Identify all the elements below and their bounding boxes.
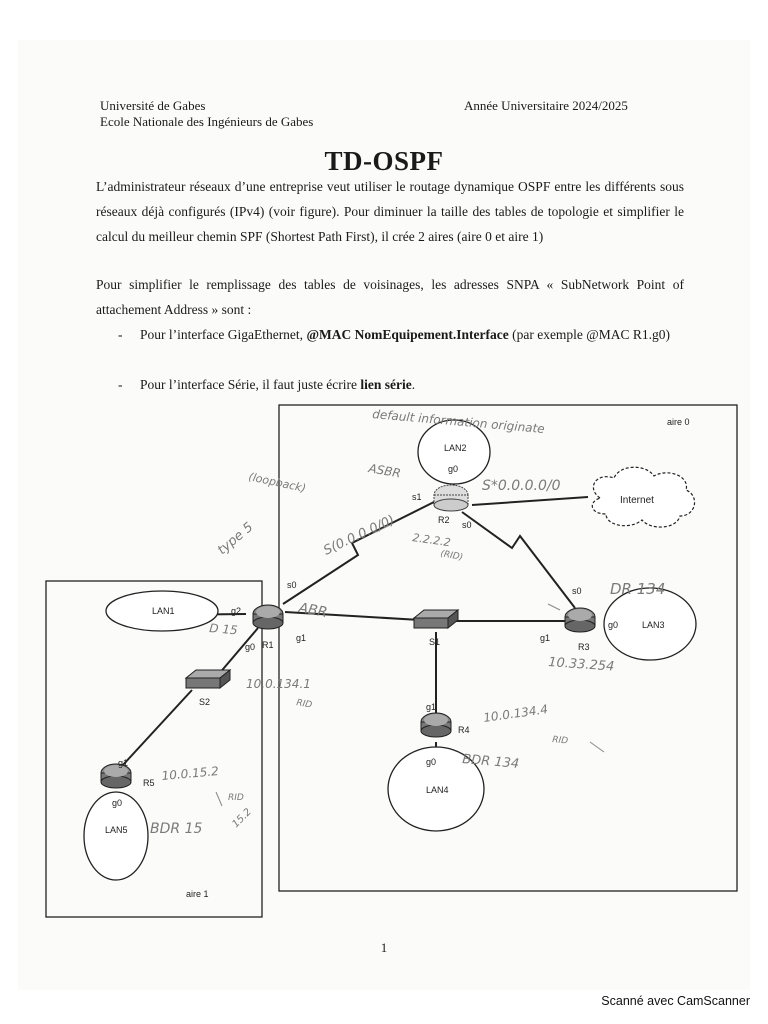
lan2-ellipse	[417, 419, 491, 485]
r1-g1-label: g1	[296, 633, 306, 643]
router-r4-icon	[420, 712, 452, 738]
note-r1-d15: D 15	[209, 621, 238, 637]
note-r4-rid: RID	[552, 735, 569, 747]
lan3-ellipse	[603, 587, 697, 661]
s2-label: S2	[199, 697, 210, 707]
area1-label: aire 1	[186, 889, 209, 899]
lan5-label: LAN5	[105, 825, 128, 835]
note-r2-id: 2.2.2.2	[412, 531, 452, 549]
bullet-text-b: (par exemple @MAC R1.g0)	[508, 327, 670, 342]
r2-label: R2	[438, 515, 450, 525]
note-arrow	[375, 523, 393, 533]
note-r3-ip: 10.33.254	[548, 655, 615, 675]
school-name: Ecole Nationale des Ingénieurs de Gabes	[100, 114, 314, 129]
bullet-text: Pour l’interface GigaEthernet, @MAC NomE…	[140, 322, 684, 347]
r5-g1-label: g1	[118, 758, 128, 768]
bullet-dash: -	[118, 327, 123, 342]
note-lsa-route: S(0.0.0.0/0)	[321, 513, 397, 559]
page-number: 1	[380, 940, 388, 955]
academic-year: Année Universitaire 2024/2025	[464, 98, 628, 113]
bullet-text: Pour l’interface Série, il faut juste éc…	[140, 372, 684, 397]
switch-s2-icon	[184, 668, 232, 690]
note-bdr-134: BDR 134	[462, 752, 520, 772]
r4-g0-label: g0	[426, 757, 436, 767]
serial-link-r2-r3	[461, 511, 576, 609]
lan1-ellipse	[105, 590, 219, 632]
r3-label: R3	[578, 642, 590, 652]
note-arrow	[215, 791, 223, 807]
bullet-dash: -	[118, 377, 123, 392]
note-r5-net: 15.2	[230, 807, 254, 831]
r4-label: R4	[458, 725, 470, 735]
r1-s0-label: s0	[287, 580, 297, 590]
router-r2-icon	[433, 484, 469, 512]
bullet-text-a: Pour l’interface Série, il faut juste éc…	[140, 377, 361, 392]
r3-g0-label: g0	[608, 620, 618, 630]
lan4-label: LAN4	[426, 785, 449, 795]
r1-g0-label: g0	[245, 642, 255, 652]
note-r5-rid: RID	[228, 793, 244, 803]
note-bdr-15: BDR 15	[150, 821, 202, 837]
internet-label: Internet	[620, 495, 654, 506]
note-r1-rid: RID	[295, 698, 312, 711]
note-r2-rid: (RID)	[439, 549, 463, 563]
bullet-text-a: Pour l’interface GigaEthernet,	[140, 327, 307, 342]
link-r1-s1	[284, 611, 421, 621]
area0-box	[278, 404, 738, 892]
lan2-label: LAN2	[444, 443, 467, 453]
r2-s1-label: s1	[412, 492, 422, 502]
intro-paragraph: L’administrateur réseaux d’une entrepris…	[96, 179, 684, 244]
link-r1-s2	[217, 627, 259, 676]
lan1-label: LAN1	[152, 606, 175, 616]
note-arrow	[589, 741, 605, 753]
note-type5: type 5	[215, 520, 256, 558]
bullet-text-bold: @MAC NomEquipement.Interface	[306, 327, 509, 342]
lan4-ellipse	[387, 746, 485, 832]
note-abr: ABR	[296, 600, 328, 621]
r4-g1-label: g1	[426, 702, 436, 712]
note-loopback: (loopback)	[247, 470, 307, 495]
note-arrow	[547, 603, 561, 611]
internet-cloud-icon	[591, 466, 696, 528]
area0-label: aire 0	[667, 417, 690, 427]
r1-g2-label: g2	[231, 606, 241, 616]
switch-s1-icon	[412, 608, 460, 630]
note-r1-ip: 10.0.134.1	[246, 677, 311, 691]
router-r3-icon	[564, 607, 596, 633]
link-s2-r5	[121, 689, 193, 767]
r5-g0-label: g0	[112, 798, 122, 808]
r3-s0-label: s0	[572, 586, 582, 596]
s1-label: S1	[429, 637, 440, 647]
note-r5-ip: 10.0.15.2	[161, 764, 219, 783]
router-r5-icon	[100, 763, 132, 789]
snpa-paragraph: Pour simplifier le remplissage des table…	[96, 277, 684, 317]
r2-g0-label: g0	[448, 464, 458, 474]
bullet-text-bold: lien série	[360, 377, 412, 392]
lan3-label: LAN3	[642, 620, 665, 630]
note-static-route: S*0.0.0.0/0	[482, 478, 561, 494]
scanner-footer: Scanné avec CamScanner	[601, 994, 750, 1008]
note-dr-134: DR 134	[610, 580, 665, 598]
link-r2-internet	[471, 496, 589, 506]
router-r1-icon	[252, 604, 284, 630]
lan5-ellipse	[83, 791, 149, 881]
bullet-text-b: .	[411, 377, 416, 392]
note-r4-ip: 10.0.134.4	[482, 702, 548, 725]
area1-box	[45, 580, 263, 918]
university-name: Université de Gabes	[100, 98, 206, 113]
r2-s0-label: s0	[462, 520, 472, 530]
page-title: TD-OSPF	[324, 146, 444, 176]
r5-label: R5	[143, 778, 155, 788]
serial-link-r1-r2	[282, 499, 439, 605]
note-asbr: ASBR	[366, 461, 401, 481]
r1-label: R1	[262, 640, 274, 650]
r3-g1-label: g1	[540, 633, 550, 643]
